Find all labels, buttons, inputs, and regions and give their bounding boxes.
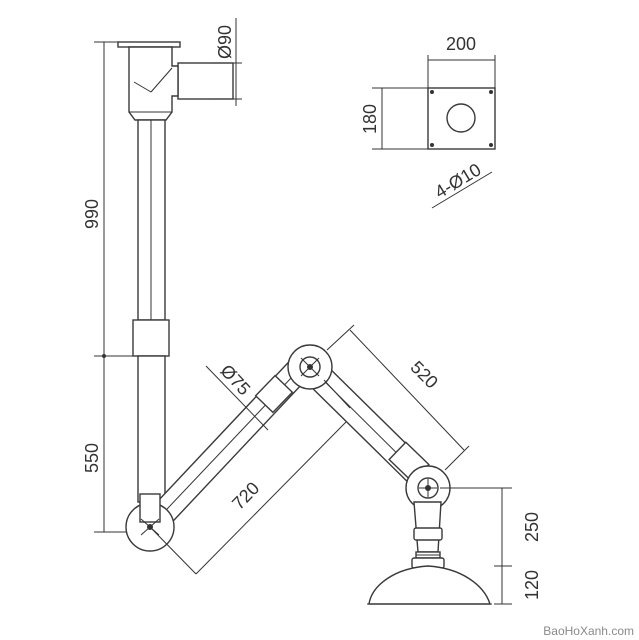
flange-detail: 200 180 4-Ø10 <box>360 34 496 209</box>
arm-dia-label: Ø75 <box>216 361 254 400</box>
arm-upper-dim-line <box>349 329 465 451</box>
joint-middle <box>287 344 333 390</box>
bolt-hole-bl <box>430 143 434 147</box>
arm-dia-leader <box>205 365 269 431</box>
bolt-hole-tl <box>430 90 434 94</box>
pipe-dia-label: Ø90 <box>215 25 235 59</box>
lower-height-label: 550 <box>82 443 102 473</box>
flange-height-label: 180 <box>360 104 380 134</box>
flange-width-label: 200 <box>446 34 476 54</box>
arm-upper-label: 520 <box>407 357 442 392</box>
arm-lower-dim-line <box>195 421 347 575</box>
upper-height-label: 990 <box>82 199 102 229</box>
lower-arm-segment <box>139 349 321 536</box>
bolt-hole-leader <box>431 171 493 209</box>
watermark: BaoHoXanh.com <box>543 624 634 638</box>
horizontal-duct <box>177 62 234 100</box>
hood-neck <box>411 501 445 569</box>
extraction-hood <box>368 565 491 605</box>
bolt-hole-br <box>489 143 493 147</box>
bolt-holes-label: 4-Ø10 <box>431 159 484 202</box>
arm-lower-label: 720 <box>228 478 263 514</box>
lower-arm-collar <box>254 374 294 414</box>
flange-center-hole <box>446 103 476 133</box>
ceiling-plate <box>117 41 181 48</box>
joint-height-label: 250 <box>522 512 542 542</box>
top-connector <box>128 46 179 121</box>
coupling-sleeve <box>132 319 170 357</box>
hood-height-label: 120 <box>522 570 542 600</box>
bolt-hole-tr <box>489 90 493 94</box>
lower-pipe <box>137 355 166 503</box>
